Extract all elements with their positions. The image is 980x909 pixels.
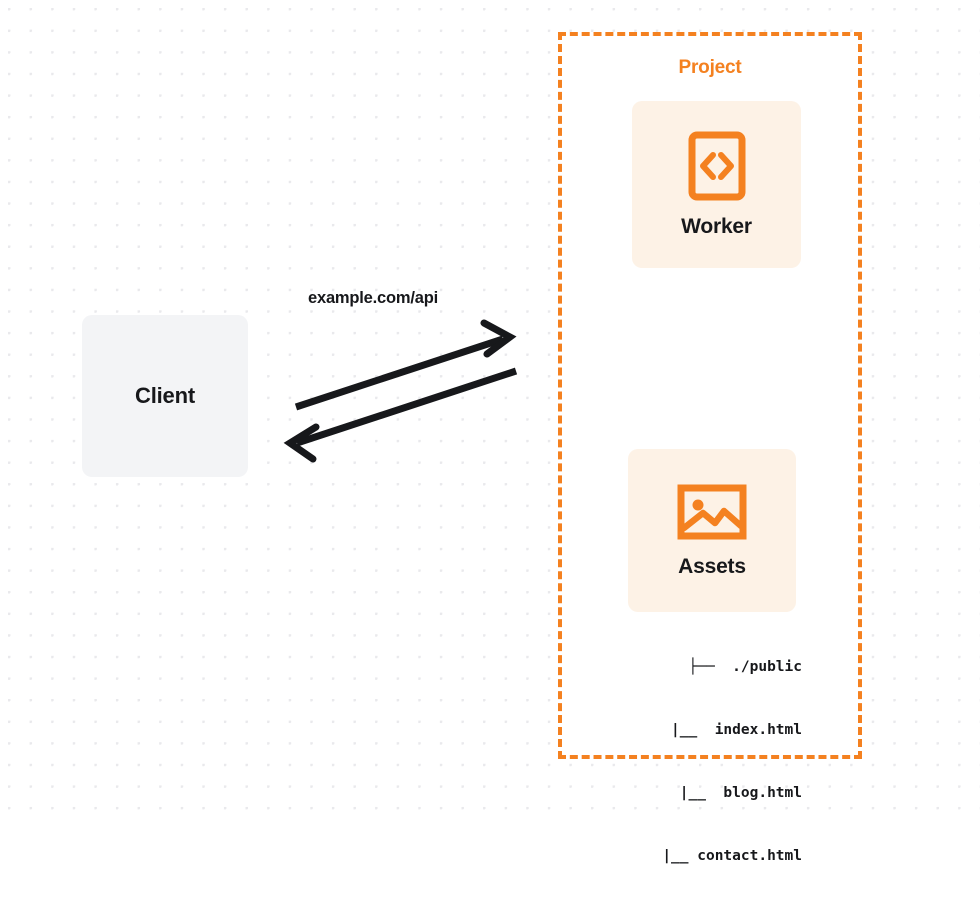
file-tree-row: ├── ./public: [688, 659, 803, 675]
connection-label: example.com/api: [308, 289, 438, 307]
assets-label: Assets: [678, 554, 746, 578]
worker-card[interactable]: Worker: [632, 101, 801, 268]
diagram-canvas: Client example.com/api Project Worker: [0, 0, 980, 864]
request-arrow: [294, 319, 517, 411]
file-tree-row: |__ contact.html: [662, 848, 802, 864]
file-tree-row: |__ index.html: [671, 722, 802, 738]
image-icon: [677, 483, 747, 541]
client-label: Client: [135, 383, 195, 408]
assets-card[interactable]: Assets: [628, 449, 796, 612]
assets-file-tree: ├── ./public |__ index.html |__ blog.htm…: [600, 615, 802, 909]
file-tree-row: |__ blog.html: [679, 785, 802, 801]
client-node[interactable]: Client: [82, 315, 248, 477]
connection-arrows: [283, 319, 518, 463]
code-brackets-icon: [688, 131, 746, 201]
response-arrow: [283, 367, 518, 463]
worker-label: Worker: [681, 214, 752, 238]
project-title: Project: [672, 57, 748, 79]
